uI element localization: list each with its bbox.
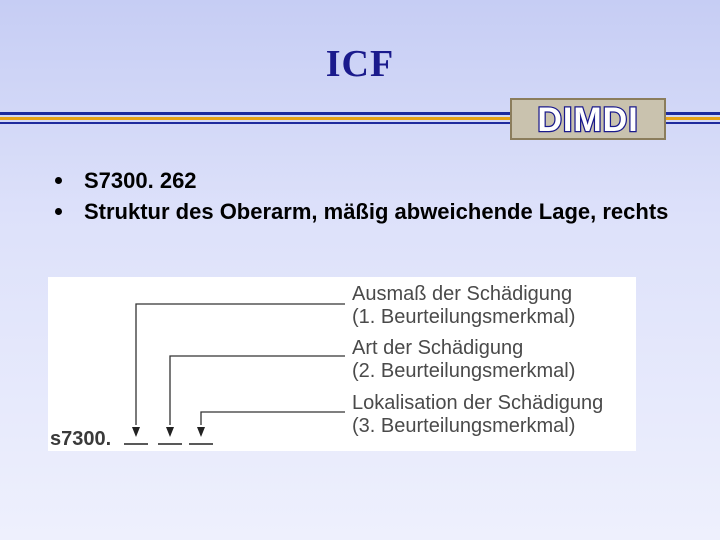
- dimdi-logo: DIMDI: [510, 98, 666, 140]
- bullet-text: Struktur des Oberarm, mäßig abweichende …: [84, 199, 669, 224]
- arrow-down-icon: [197, 427, 205, 437]
- icf-code: s7300.: [50, 428, 111, 450]
- title-rule: [0, 112, 720, 126]
- logo-text: DIMDI: [537, 101, 638, 138]
- qualifier-3-subtitle: (3. Beurteilungsmerkmal): [352, 415, 575, 437]
- qualifier-1-title: Ausmaß der Schädigung: [352, 283, 572, 305]
- qualifier-3-title: Lokalisation der Schädigung: [352, 392, 603, 414]
- bullet-dot-icon: [55, 177, 62, 184]
- arrowheads: [132, 427, 205, 437]
- arrow-down-icon: [132, 427, 140, 437]
- bullet-dot-icon: [55, 208, 62, 215]
- bullet-item: Struktur des Oberarm, mäßig abweichende …: [50, 196, 690, 227]
- qualifier-2-title: Art der Schädigung: [352, 337, 523, 359]
- bullet-list: S7300. 262 Struktur des Oberarm, mäßig a…: [50, 165, 690, 227]
- icf-code-diagram: s7300. Ausmaß der Schädigung (1. Beurtei…: [48, 277, 636, 451]
- qualifier-2-subtitle: (2. Beurteilungsmerkmal): [352, 360, 575, 382]
- bullet-text: S7300. 262: [84, 168, 197, 193]
- qualifier-1-subtitle: (1. Beurteilungsmerkmal): [352, 306, 575, 328]
- connector-lines: [135, 303, 345, 425]
- arrow-down-icon: [166, 427, 174, 437]
- slide-title: ICF: [325, 43, 395, 85]
- bullet-item: S7300. 262: [50, 165, 690, 196]
